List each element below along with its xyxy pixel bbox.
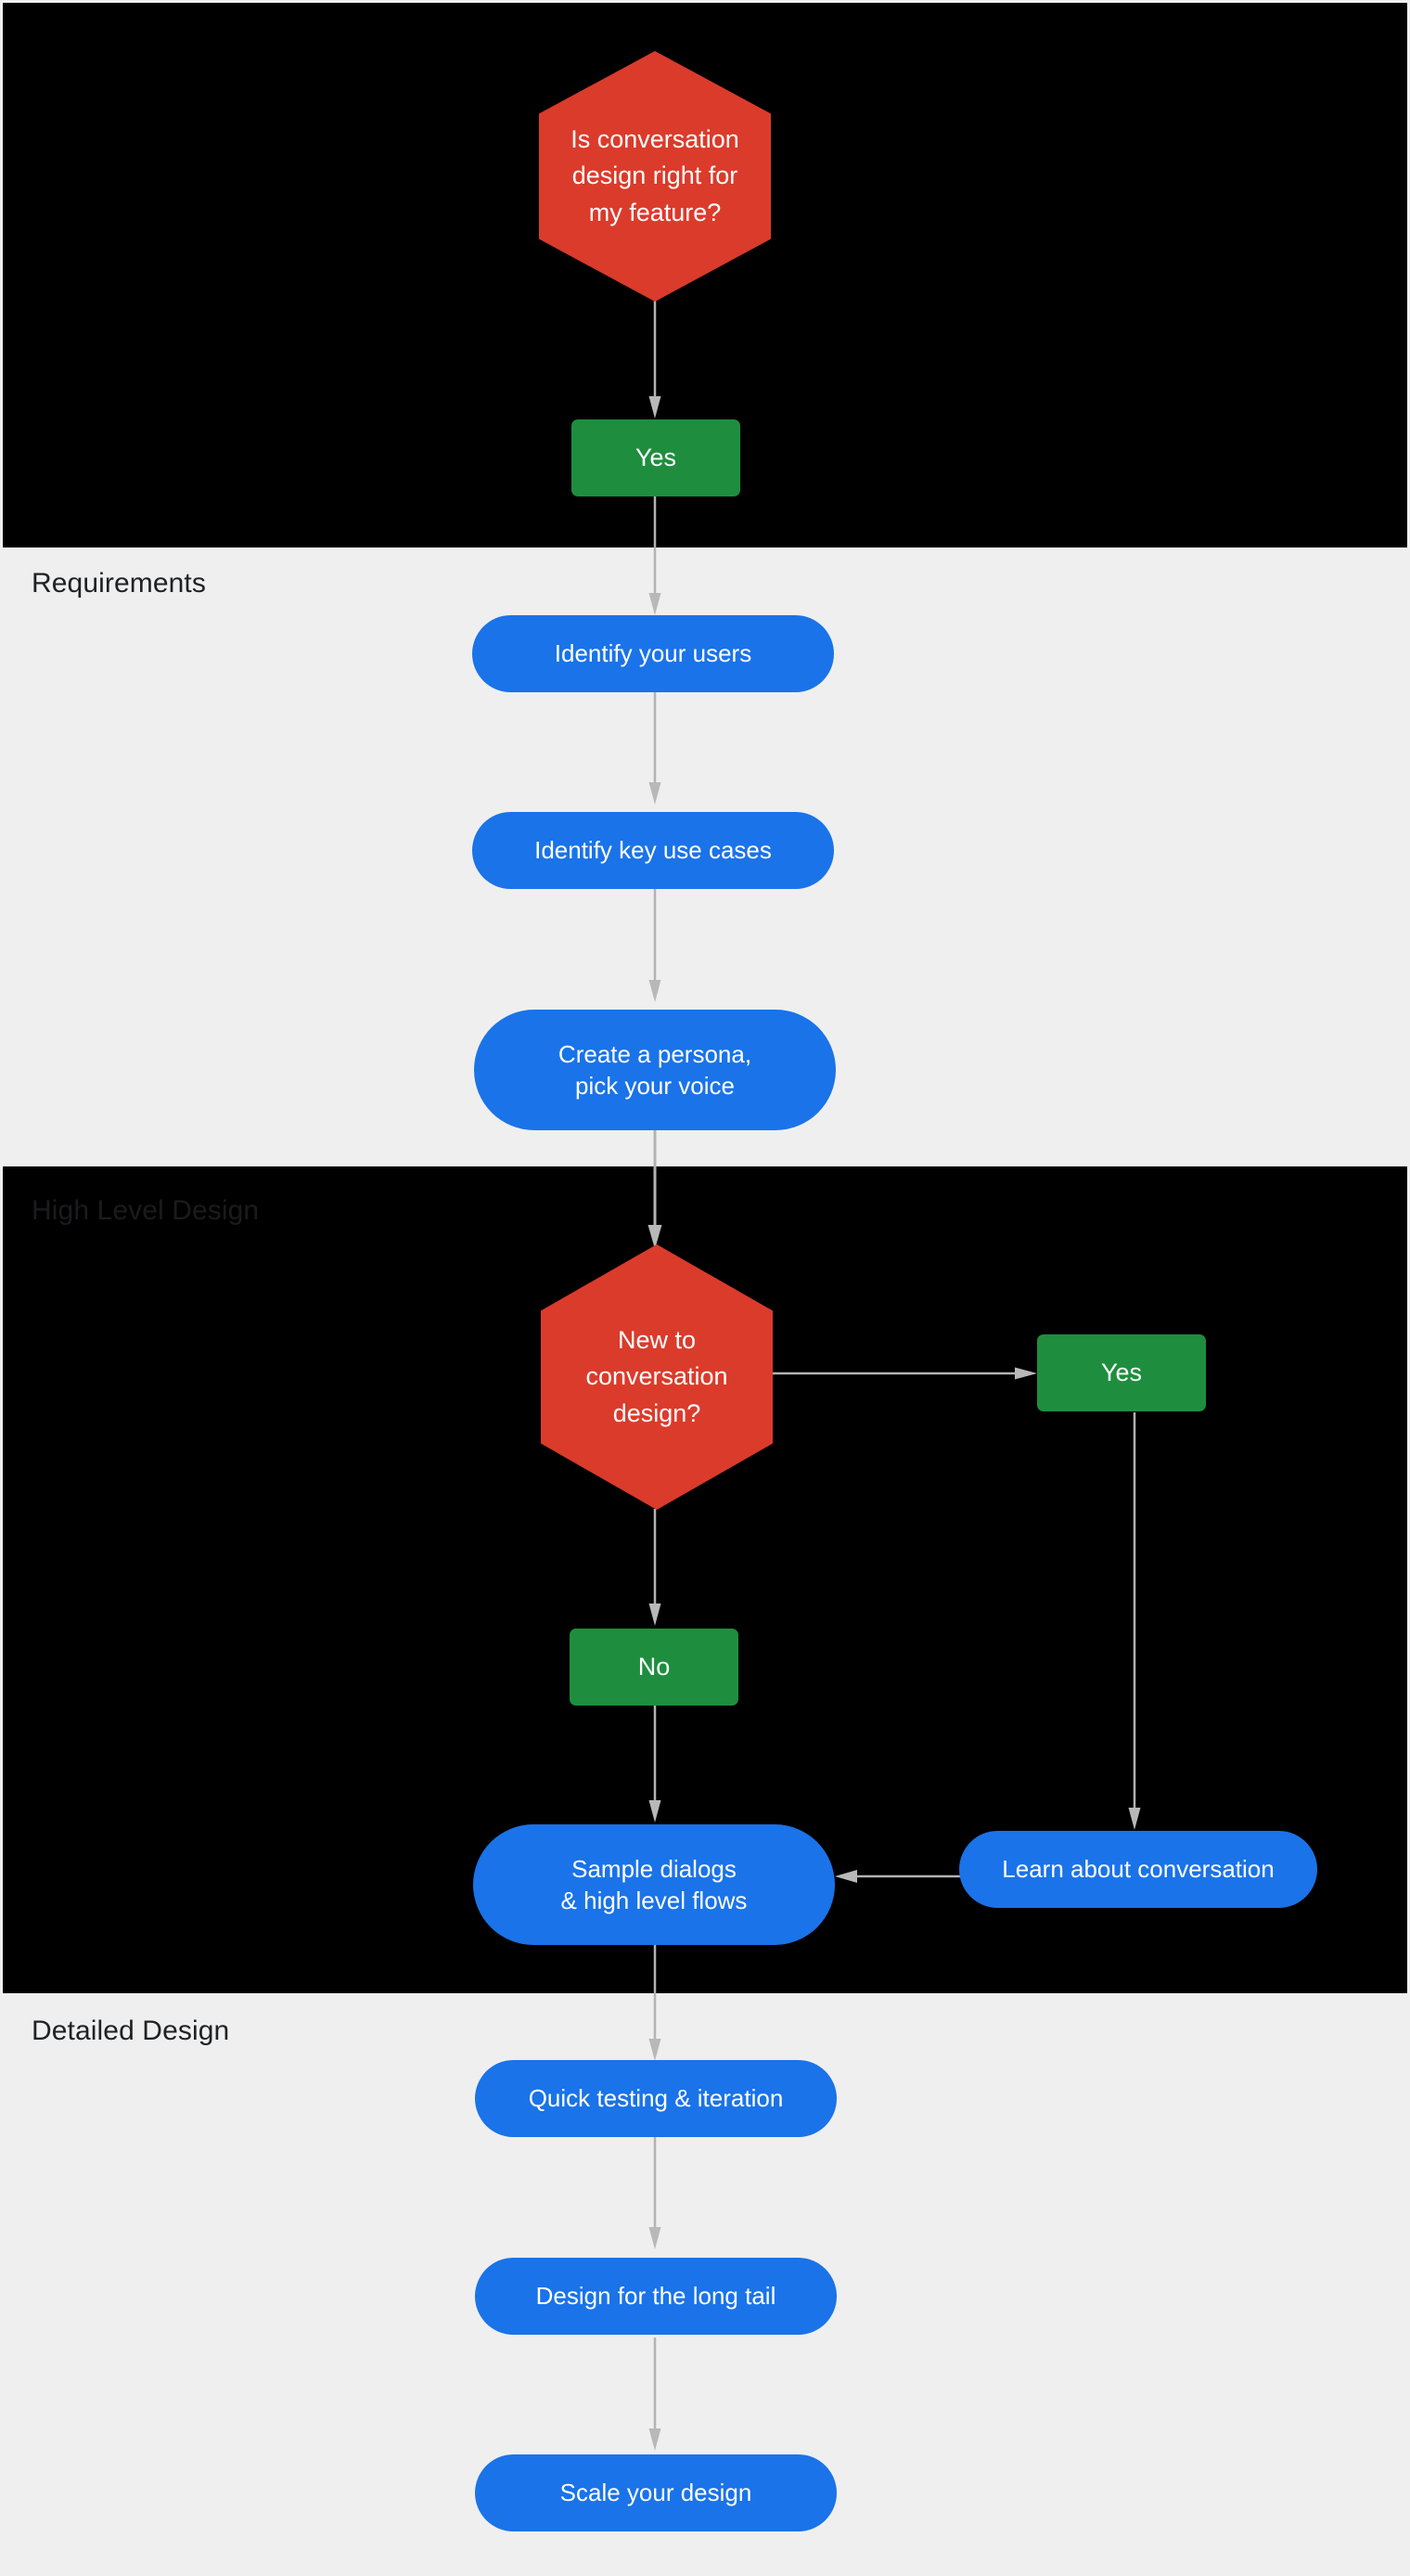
no-2-label: No [637, 1653, 671, 1681]
connector-yes2-to-learn-about [1125, 1412, 1144, 1832]
process-sample-dialogs-and-high-level-flows[interactable]: Sample dialogs & high level flows [473, 1824, 835, 1945]
identify-users-label: Identify your users [554, 639, 752, 668]
terminal-yes-2[interactable]: Yes [1037, 1334, 1206, 1411]
learn-about-label: Learn about conversation [1002, 1855, 1275, 1884]
connector-sample-dialogs-to-quick-testing [646, 1944, 664, 2063]
sample-dialogs-label: Sample dialogs & high level flows [560, 1854, 748, 1914]
quick-testing-label: Quick testing & iteration [528, 2084, 784, 2113]
yes-1-label: Yes [634, 444, 677, 472]
connector-identify-cases-to-create-persona [646, 889, 664, 1004]
process-quick-testing-and-iteration[interactable]: Quick testing & iteration [475, 2060, 837, 2137]
process-identify-key-use-cases[interactable]: Identify key use cases [472, 812, 834, 889]
create-persona-label: Create a persona, pick your voice [558, 1039, 752, 1100]
connector-create-persona-to-decision2 [646, 1130, 664, 1251]
process-create-a-persona[interactable]: Create a persona, pick your voice [474, 1010, 836, 1130]
connector-no2-to-sample-dialogs [646, 1706, 664, 1824]
scale-design-label: Scale your design [559, 2479, 752, 2507]
process-design-for-the-long-tail[interactable]: Design for the long tail [475, 2258, 837, 2335]
connector-decision2-to-no2 [646, 1509, 664, 1628]
long-tail-label: Design for the long tail [535, 2282, 776, 2311]
identify-cases-label: Identify key use cases [534, 836, 772, 865]
connector-long-tail-to-scale-design [646, 2338, 664, 2453]
connector-learn-about-to-sample-dialogs [833, 1867, 963, 1886]
decision-2-label: New to conversation design? [585, 1326, 728, 1427]
process-scale-your-design[interactable]: Scale your design [475, 2454, 837, 2531]
decision-1-label: Is conversation design right for my feat… [570, 125, 739, 226]
connector-decision2-to-yes2 [772, 1364, 1039, 1383]
section-label-high-level-design: High Level Design [32, 1195, 260, 1226]
connector-yes1-to-identify-users [646, 496, 664, 617]
connector-quick-testing-to-long-tail [646, 2136, 664, 2251]
process-learn-about-conversation[interactable]: Learn about conversation [959, 1831, 1317, 1908]
section-label-detailed-design: Detailed Design [32, 2016, 230, 2046]
decision-is-conversation-design-right[interactable]: Is conversation design right for my feat… [539, 51, 771, 302]
terminal-no-2[interactable]: No [570, 1629, 738, 1706]
terminal-yes-1[interactable]: Yes [571, 419, 740, 496]
connector-decision1-to-yes1 [646, 300, 664, 420]
process-identify-your-users[interactable]: Identify your users [472, 615, 834, 692]
section-label-requirements: Requirements [32, 568, 206, 599]
connector-identify-users-to-identify-cases [646, 691, 664, 806]
yes-2-label: Yes [1100, 1359, 1143, 1387]
